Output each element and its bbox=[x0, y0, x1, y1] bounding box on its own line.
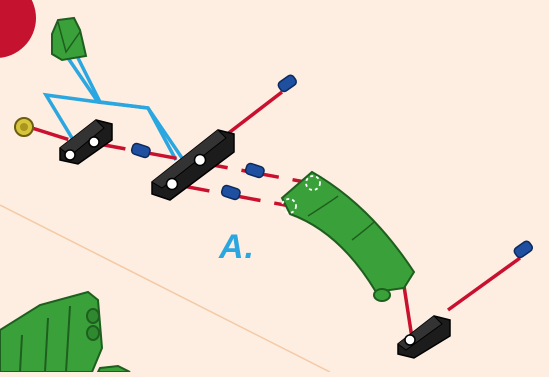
green-wedge-piece bbox=[52, 18, 86, 60]
blue-connector-peg bbox=[245, 162, 266, 178]
black-hinge-block bbox=[60, 120, 112, 164]
step-badge bbox=[0, 0, 36, 58]
blue-connector-peg bbox=[513, 240, 534, 259]
red-solid-lines bbox=[226, 92, 520, 338]
blue-connector-peg bbox=[221, 184, 242, 200]
black-hinge-block-small bbox=[398, 316, 450, 358]
step-label: A. bbox=[219, 228, 255, 267]
gold-nut bbox=[15, 118, 33, 136]
blue-connector-peg bbox=[131, 142, 152, 158]
green-base-assembly bbox=[0, 292, 130, 372]
blue-connector-peg bbox=[277, 74, 298, 93]
curved-green-panel bbox=[282, 172, 414, 301]
